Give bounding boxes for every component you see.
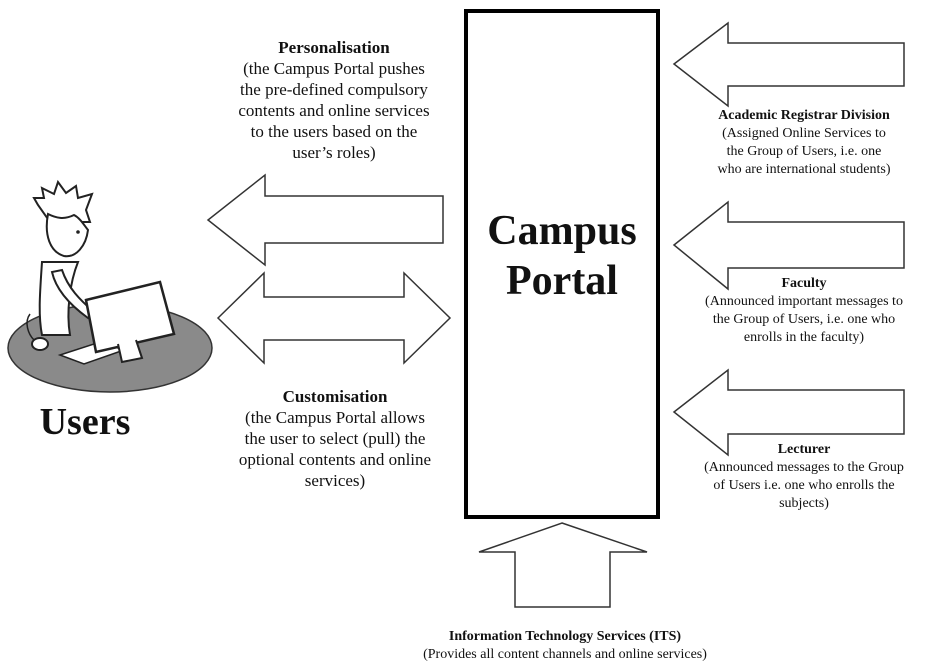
personalisation-line: to the users based on the xyxy=(250,122,418,141)
user-head xyxy=(45,212,90,258)
academic-registrar-line: the Group of Users, i.e. one xyxy=(726,144,882,159)
personalisation-arrow xyxy=(206,173,444,267)
customisation-line: (the Campus Portal allows xyxy=(245,408,425,427)
customisation-line: services) xyxy=(304,471,366,490)
campus-portal-label: Campus Portal xyxy=(466,206,658,306)
faculty-line: (Announced important messages to xyxy=(705,294,903,309)
faculty-title: Faculty xyxy=(781,276,827,291)
faculty-line: enrolls in the faculty) xyxy=(743,330,865,345)
faculty-line: the Group of Users, i.e. one who xyxy=(712,312,896,327)
monitor-stand xyxy=(117,339,144,364)
personalisation-line: (the Campus Portal pushes xyxy=(243,59,425,78)
its-arrow xyxy=(478,522,648,608)
portal-line-2: Portal xyxy=(506,258,618,304)
campus-portal-box xyxy=(464,9,660,519)
personalisation-line: the pre-defined compulsory xyxy=(240,80,428,99)
mouse-cable xyxy=(26,313,35,341)
user-body xyxy=(38,261,80,336)
user-computer-illustration xyxy=(7,179,213,393)
mouse xyxy=(31,337,49,351)
academic-registrar-label: Academic Registrar Division (Assigned On… xyxy=(686,107,922,179)
lecturer-label: Lecturer (Announced messages to the Grou… xyxy=(680,441,928,513)
customisation-label: Customisation (the Campus Portal allows … xyxy=(224,386,446,491)
lecturer-arrow xyxy=(672,368,905,457)
academic-registrar-line: who are international students) xyxy=(717,162,891,177)
lecturer-title: Lecturer xyxy=(777,442,831,457)
lecturer-line: of Users i.e. one who enrolls the xyxy=(713,478,895,493)
academic-registrar-arrow xyxy=(672,21,905,108)
customisation-arrow xyxy=(216,271,452,365)
faculty-label: Faculty (Announced important messages to… xyxy=(680,275,928,347)
academic-registrar-line: (Assigned Online Services to xyxy=(722,126,886,141)
customisation-line: optional contents and online xyxy=(238,450,432,469)
user-eye xyxy=(76,230,80,234)
lecturer-line: subjects) xyxy=(779,496,829,511)
faculty-arrow xyxy=(672,200,905,291)
its-label: Information Technology Services (ITS) (P… xyxy=(340,628,790,664)
personalisation-label: Personalisation (the Campus Portal pushe… xyxy=(226,37,442,163)
personalisation-line: user’s roles) xyxy=(292,143,376,162)
personalisation-title: Personalisation xyxy=(278,38,390,57)
academic-registrar-title: Academic Registrar Division xyxy=(718,108,890,123)
its-title: Information Technology Services (ITS) xyxy=(448,629,682,644)
its-subtitle: (Provides all content channels and onlin… xyxy=(423,647,707,662)
users-label: Users xyxy=(39,401,131,443)
lecturer-line: (Announced messages to the Group xyxy=(704,460,904,475)
monitor xyxy=(84,280,176,354)
customisation-title: Customisation xyxy=(282,387,388,406)
customisation-line: the user to select (pull) the xyxy=(244,429,426,448)
portal-line-1: Campus xyxy=(487,208,637,254)
personalisation-line: contents and online services xyxy=(238,101,430,120)
